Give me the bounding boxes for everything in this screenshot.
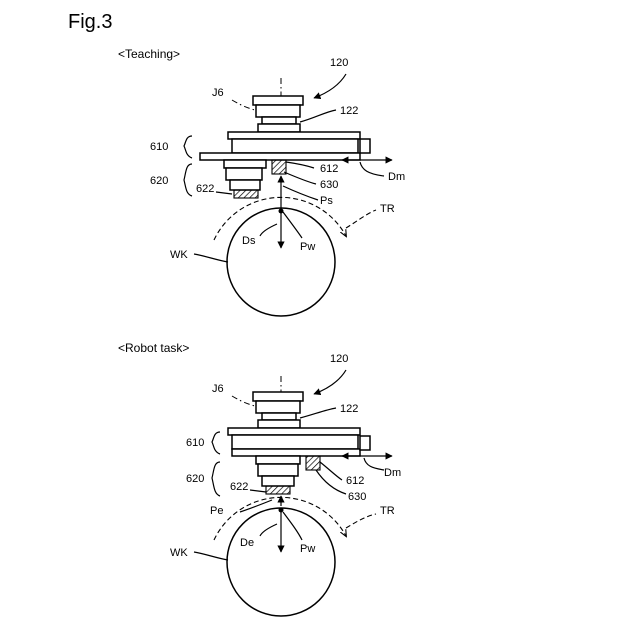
- label-120: 120: [330, 353, 348, 365]
- block-620-low: [262, 476, 294, 486]
- sensor-612: [272, 160, 286, 174]
- leader-612: [286, 162, 314, 168]
- leader-dm: [360, 162, 384, 176]
- label-612: 612: [320, 163, 338, 175]
- label-wk: WK: [170, 249, 188, 261]
- brace-610: [212, 432, 220, 454]
- brace-620: [212, 462, 220, 496]
- leader-622: [250, 490, 266, 492]
- label-620: 620: [150, 175, 168, 187]
- leader-630: [316, 470, 346, 494]
- plate-610-top: [228, 132, 360, 139]
- leader-122: [300, 110, 336, 122]
- leader-120: [314, 74, 346, 98]
- flange-base: [258, 420, 300, 428]
- label-620: 620: [186, 473, 204, 485]
- leader-630: [284, 172, 316, 184]
- label-pe: Pe: [210, 505, 223, 517]
- label-630: 630: [320, 179, 338, 191]
- plate-610: [232, 139, 358, 153]
- leader-tr: [346, 210, 376, 228]
- tool-622: [234, 190, 258, 198]
- label-622: 622: [230, 481, 248, 493]
- end-cap: [360, 436, 370, 450]
- flange-top: [253, 96, 303, 105]
- plate-610-bottom: [200, 153, 360, 160]
- label-j6: J6: [212, 383, 224, 395]
- tool-622: [266, 486, 290, 494]
- label-610: 610: [150, 141, 168, 153]
- label-630: 630: [348, 491, 366, 503]
- flange-base: [258, 124, 300, 132]
- flange-mid: [256, 401, 300, 413]
- panel-robot-task: <Robot task> J6 120 122 610 Dm 620 622 6…: [118, 341, 401, 616]
- figure-title: Fig.3: [68, 11, 112, 33]
- leader-622: [216, 192, 232, 194]
- brace-620: [184, 164, 192, 196]
- label-j6: J6: [212, 87, 224, 99]
- leader-122: [300, 408, 336, 418]
- leader-120: [314, 370, 346, 394]
- flange-mid: [256, 105, 300, 117]
- sensor-612: [306, 456, 320, 470]
- label-122: 122: [340, 105, 358, 117]
- label-tr: TR: [380, 203, 395, 215]
- block-620-low: [230, 180, 260, 190]
- leader-tr: [346, 514, 376, 528]
- plate-610: [232, 435, 358, 449]
- block-620-top: [256, 456, 300, 464]
- panel-teaching: <Teaching> J6 120 122 610 Dm 620 622: [118, 47, 405, 316]
- flange-neck: [262, 117, 296, 124]
- plate-610-top: [228, 428, 360, 435]
- block-620-mid: [258, 464, 298, 476]
- plate-610-bottom: [232, 449, 360, 456]
- label-de: De: [240, 537, 254, 549]
- section-title: <Teaching>: [118, 47, 180, 61]
- label-612: 612: [346, 475, 364, 487]
- label-pw: Pw: [300, 543, 315, 555]
- label-ds: Ds: [242, 235, 256, 247]
- label-610: 610: [186, 437, 204, 449]
- section-title: <Robot task>: [118, 341, 189, 355]
- block-620-mid: [226, 168, 262, 180]
- label-622: 622: [196, 183, 214, 195]
- block-620-top: [224, 160, 266, 168]
- label-wk: WK: [170, 547, 188, 559]
- leader-wk: [194, 254, 228, 262]
- label-tr: TR: [380, 505, 395, 517]
- label-pw: Pw: [300, 241, 315, 253]
- brace-610: [184, 136, 192, 158]
- label-ps: Ps: [320, 195, 333, 207]
- label-122: 122: [340, 403, 358, 415]
- leader-dm: [364, 458, 384, 470]
- flange-neck: [262, 413, 296, 420]
- end-cap: [360, 139, 370, 153]
- label-dm: Dm: [384, 467, 401, 479]
- flange-top: [253, 392, 303, 401]
- leader-612: [320, 462, 342, 480]
- label-120: 120: [330, 57, 348, 69]
- leader-wk: [194, 552, 228, 560]
- label-dm: Dm: [388, 171, 405, 183]
